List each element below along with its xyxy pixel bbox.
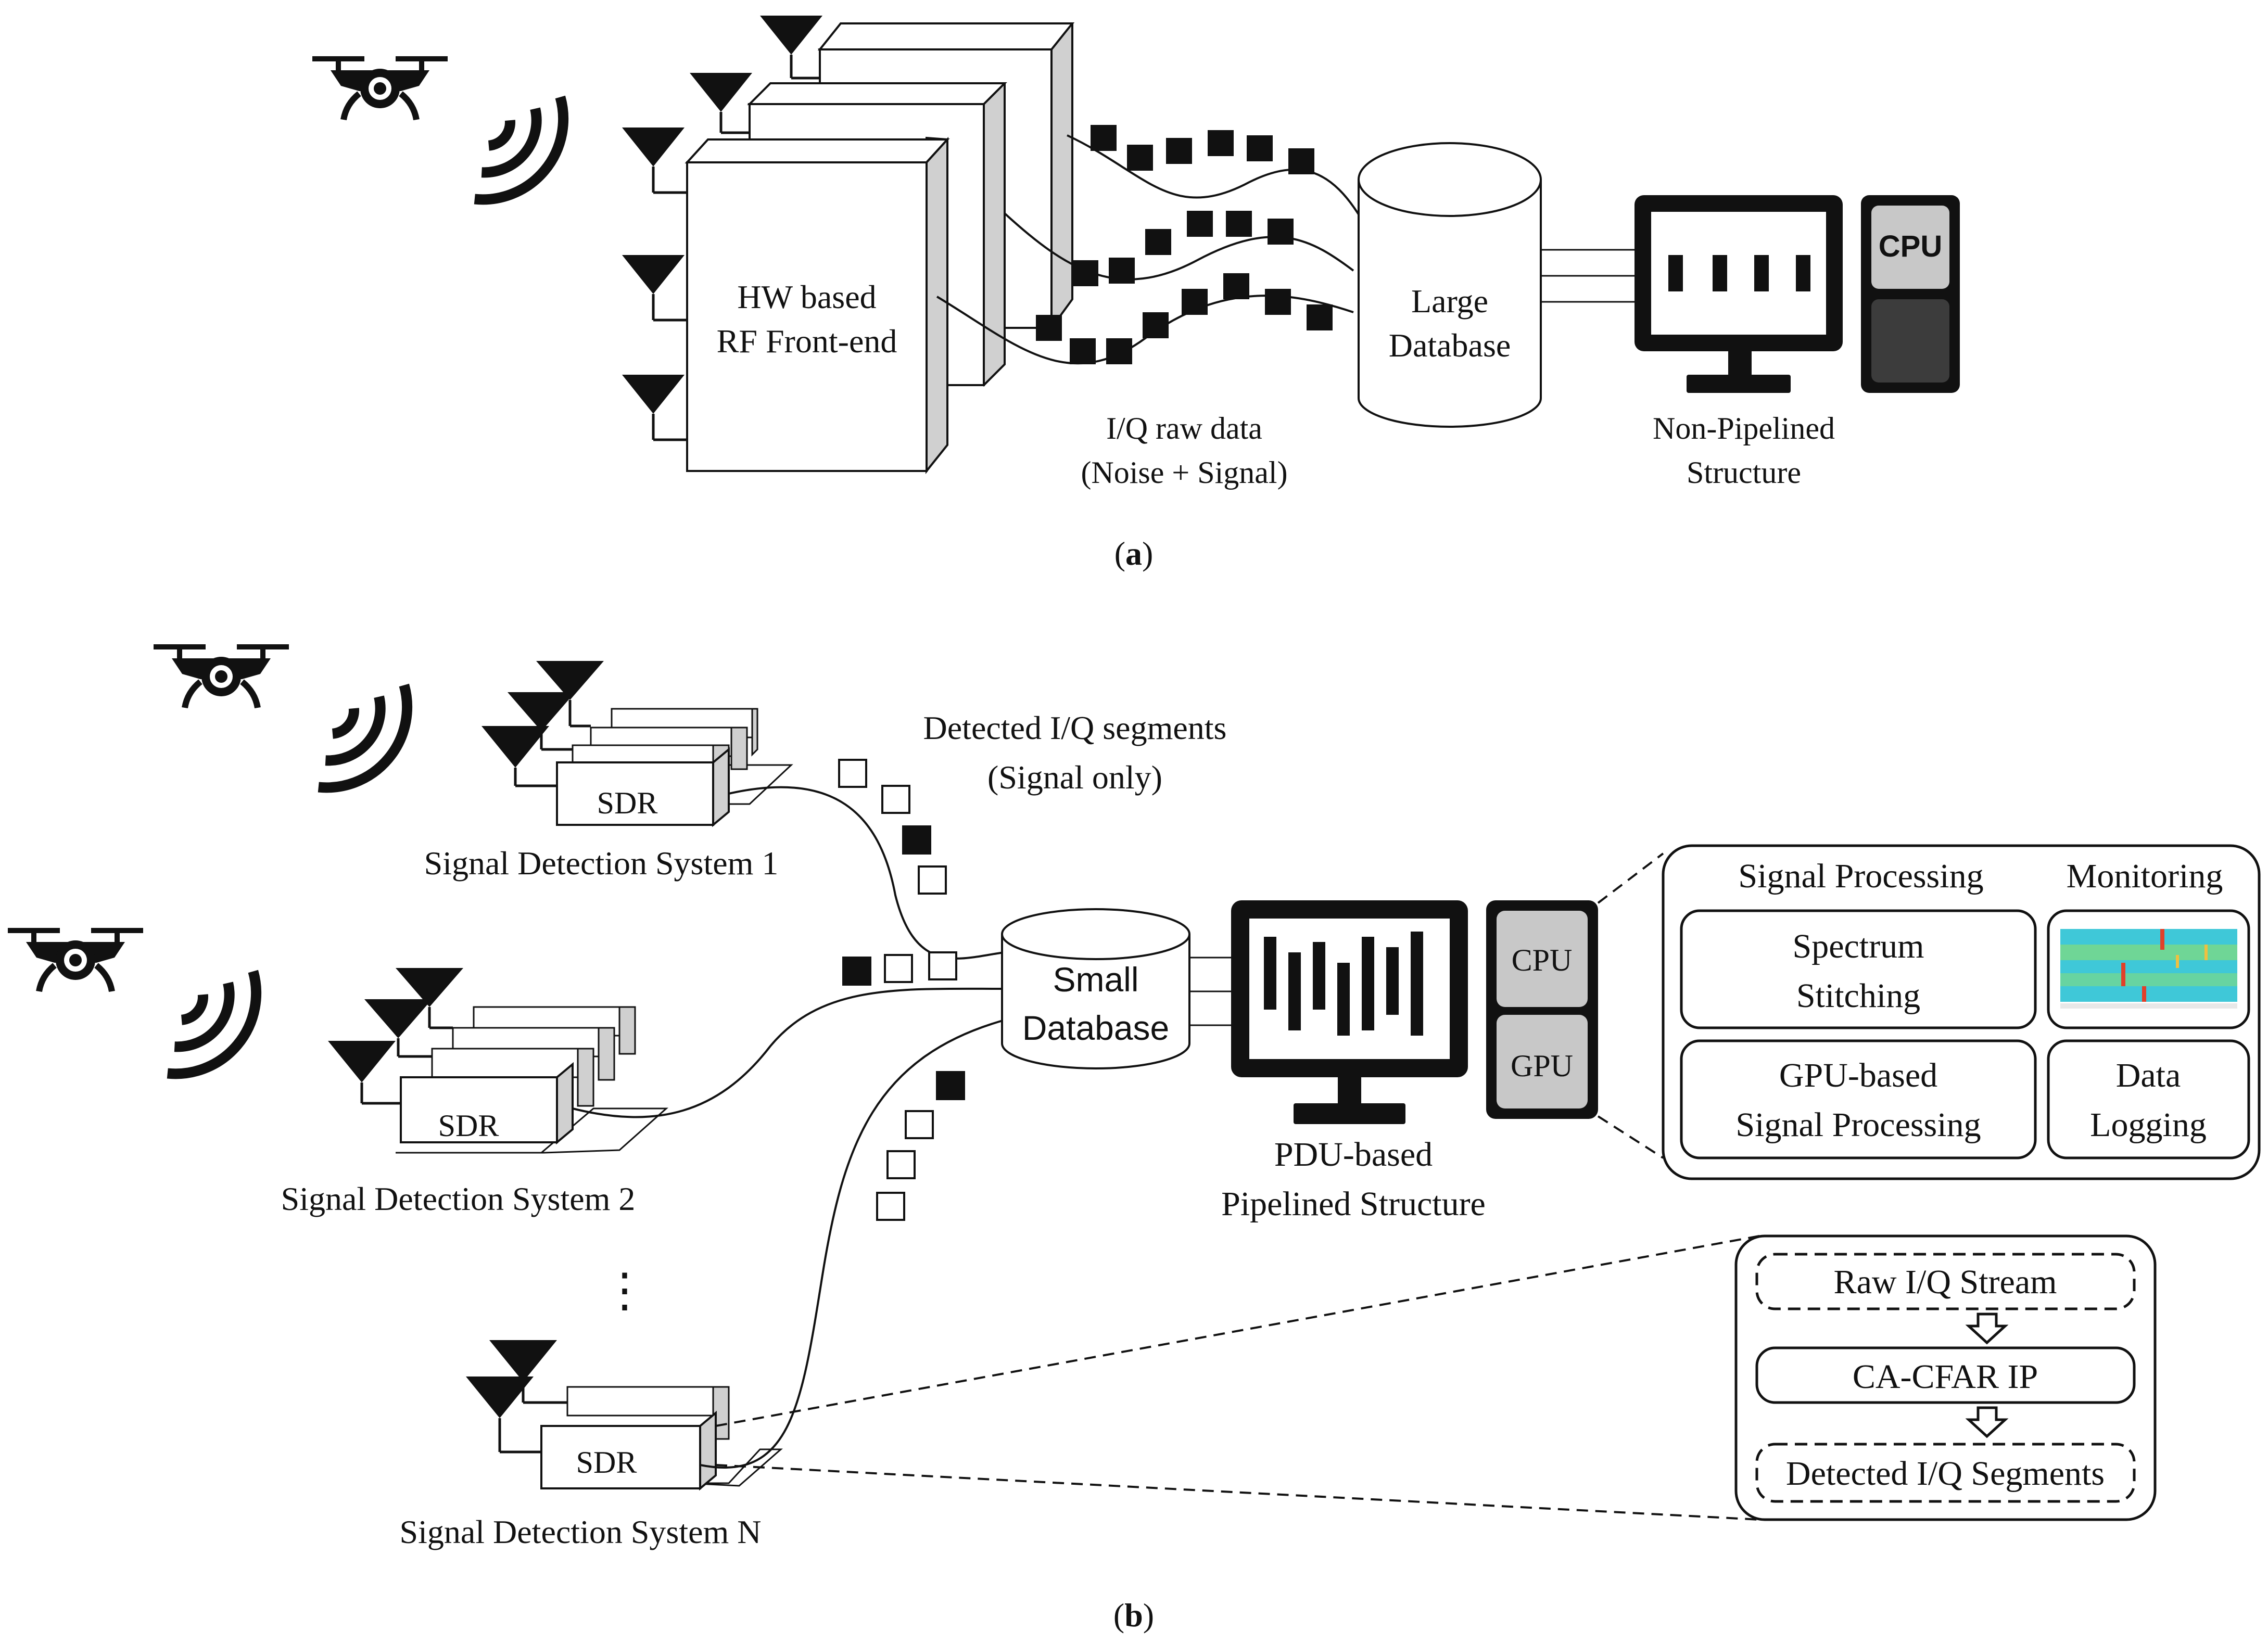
logging-line1: Data [2116,1056,2181,1094]
caption-a-close: ) [1142,535,1153,572]
caption-b-close: ) [1143,1597,1154,1634]
arrow-down-icon [1965,1312,2009,1345]
raw-stream-box [1755,1253,2136,1310]
wireless-signal-icon-b1 [310,685,414,788]
small-database-line1: Small [1053,960,1138,999]
detected-segments-line2: (Signal only) [987,759,1162,796]
antenna-icon [622,255,687,322]
gpu-proc-line2: Signal Processing [1735,1106,1981,1144]
antenna-icon [396,968,463,1029]
antenna-icon [364,999,432,1058]
fpga-pipeline-panel: Raw I/Q Stream CA-CFAR IP Detected I/Q S… [1734,1234,2157,1521]
cpu-gpu-tower: CPU GPU [1486,900,1598,1119]
caption-a: (a) [1114,535,1154,572]
monitor-icon-a [1635,195,1843,393]
logging-line2: Logging [2090,1106,2207,1144]
cpu-label-b: CPU [1512,943,1573,977]
drone-a [312,56,448,120]
monitor-icon-b [1231,900,1468,1124]
caption-b: (b) [1113,1597,1154,1634]
fpga-callout-lines [715,1235,1760,1521]
detected-segments-label: Detected I/Q Segments [1786,1455,2105,1493]
signal-processing-header: Signal Processing [1738,857,1983,895]
drone-b1 [154,644,289,708]
wireless-signal-icon-b2 [159,971,263,1075]
gpu-label-b: GPU [1511,1049,1573,1083]
antenna-icon [622,128,687,194]
caption-a-letter: a [1125,535,1142,572]
rf-frontend-box-front: HW based RF Front-end [622,128,950,475]
processing-callout-lines [1597,852,1664,1159]
iq-raw-label-line1: I/Q raw data [1106,411,1262,445]
small-database-line2: Database [1022,1009,1170,1047]
caption-a-open: ( [1114,535,1125,572]
non-pipelined-line2: Structure [1687,455,1801,490]
segment-cables [572,786,1005,1469]
antenna-icon [328,1041,401,1105]
sdr-label-n: SDR [576,1445,637,1480]
large-database-line2: Database [1389,327,1511,364]
gpu-proc-line1: GPU-based [1779,1056,1937,1094]
caption-b-letter: b [1124,1597,1143,1634]
spectrum-line1: Spectrum [1793,927,1924,965]
large-database-line1: Large [1411,283,1488,320]
monitoring-header: Monitoring [2067,857,2223,895]
frontend-label-line1: HW based [737,278,876,315]
antenna-icon [622,375,687,441]
signal-detection-system-1: SDR Signal Detection System 1 [424,661,793,882]
wireless-signal-icon-a [466,97,570,200]
segment-packets [838,759,965,1221]
system-1-label: Signal Detection System 1 [424,845,779,882]
small-database: Small Database [1001,908,1190,1069]
large-database: Large Database [1358,142,1542,428]
detected-segments-box [1755,1443,2136,1503]
system-2-label: Signal Detection System 2 [281,1180,636,1217]
signal-detection-system-2: SDR Signal Detection System 2 [281,968,668,1217]
sdr-label-2: SDR [438,1108,499,1143]
drone-b2 [8,928,143,991]
database-link-a [1541,249,1635,303]
spectrum-stitching-box [1680,909,2037,1029]
caption-b-open: ( [1113,1597,1124,1634]
antenna-icon [466,1377,541,1454]
gpu-signal-processing-box [1680,1039,2037,1159]
sdr-label-1: SDR [597,786,658,820]
cpu-label-a: CPU [1879,230,1942,263]
spectrum-line2: Stitching [1796,977,1920,1015]
processing-panel: Signal Processing Monitoring Spectrum St… [1662,844,2261,1180]
antenna-icon [482,726,557,787]
raw-stream-label: Raw I/Q Stream [1834,1263,2057,1301]
pipelined-line1: PDU-based [1274,1136,1433,1174]
raw-data-packets [1036,125,1333,364]
antenna-icon [536,661,604,728]
system-n-label: Signal Detection System N [399,1513,761,1550]
signal-detection-system-n: SDR Signal Detection System N [399,1340,783,1550]
iq-raw-label-line2: (Noise + Signal) [1081,455,1287,490]
rf-frontend-stack: HW based RF Front-end [622,16,1075,475]
cpu-tower-a: CPU [1861,195,1960,393]
database-link-b [1189,957,1231,1026]
arrow-down-icon [1965,1406,2009,1438]
frontend-label-line2: RF Front-end [717,323,897,360]
spectrum-monitor-thumbnail [2060,929,2237,1009]
cfar-label: CA-CFAR IP [1853,1358,2038,1396]
more-systems-ellipsis: ⋮ [601,1265,648,1317]
non-pipelined-line1: Non-Pipelined [1653,411,1835,445]
detected-segments-line1: Detected I/Q segments [923,709,1227,746]
data-logging-box [2047,1039,2250,1159]
cfar-box [1755,1346,2136,1404]
pipelined-line2: Pipelined Structure [1221,1185,1486,1223]
